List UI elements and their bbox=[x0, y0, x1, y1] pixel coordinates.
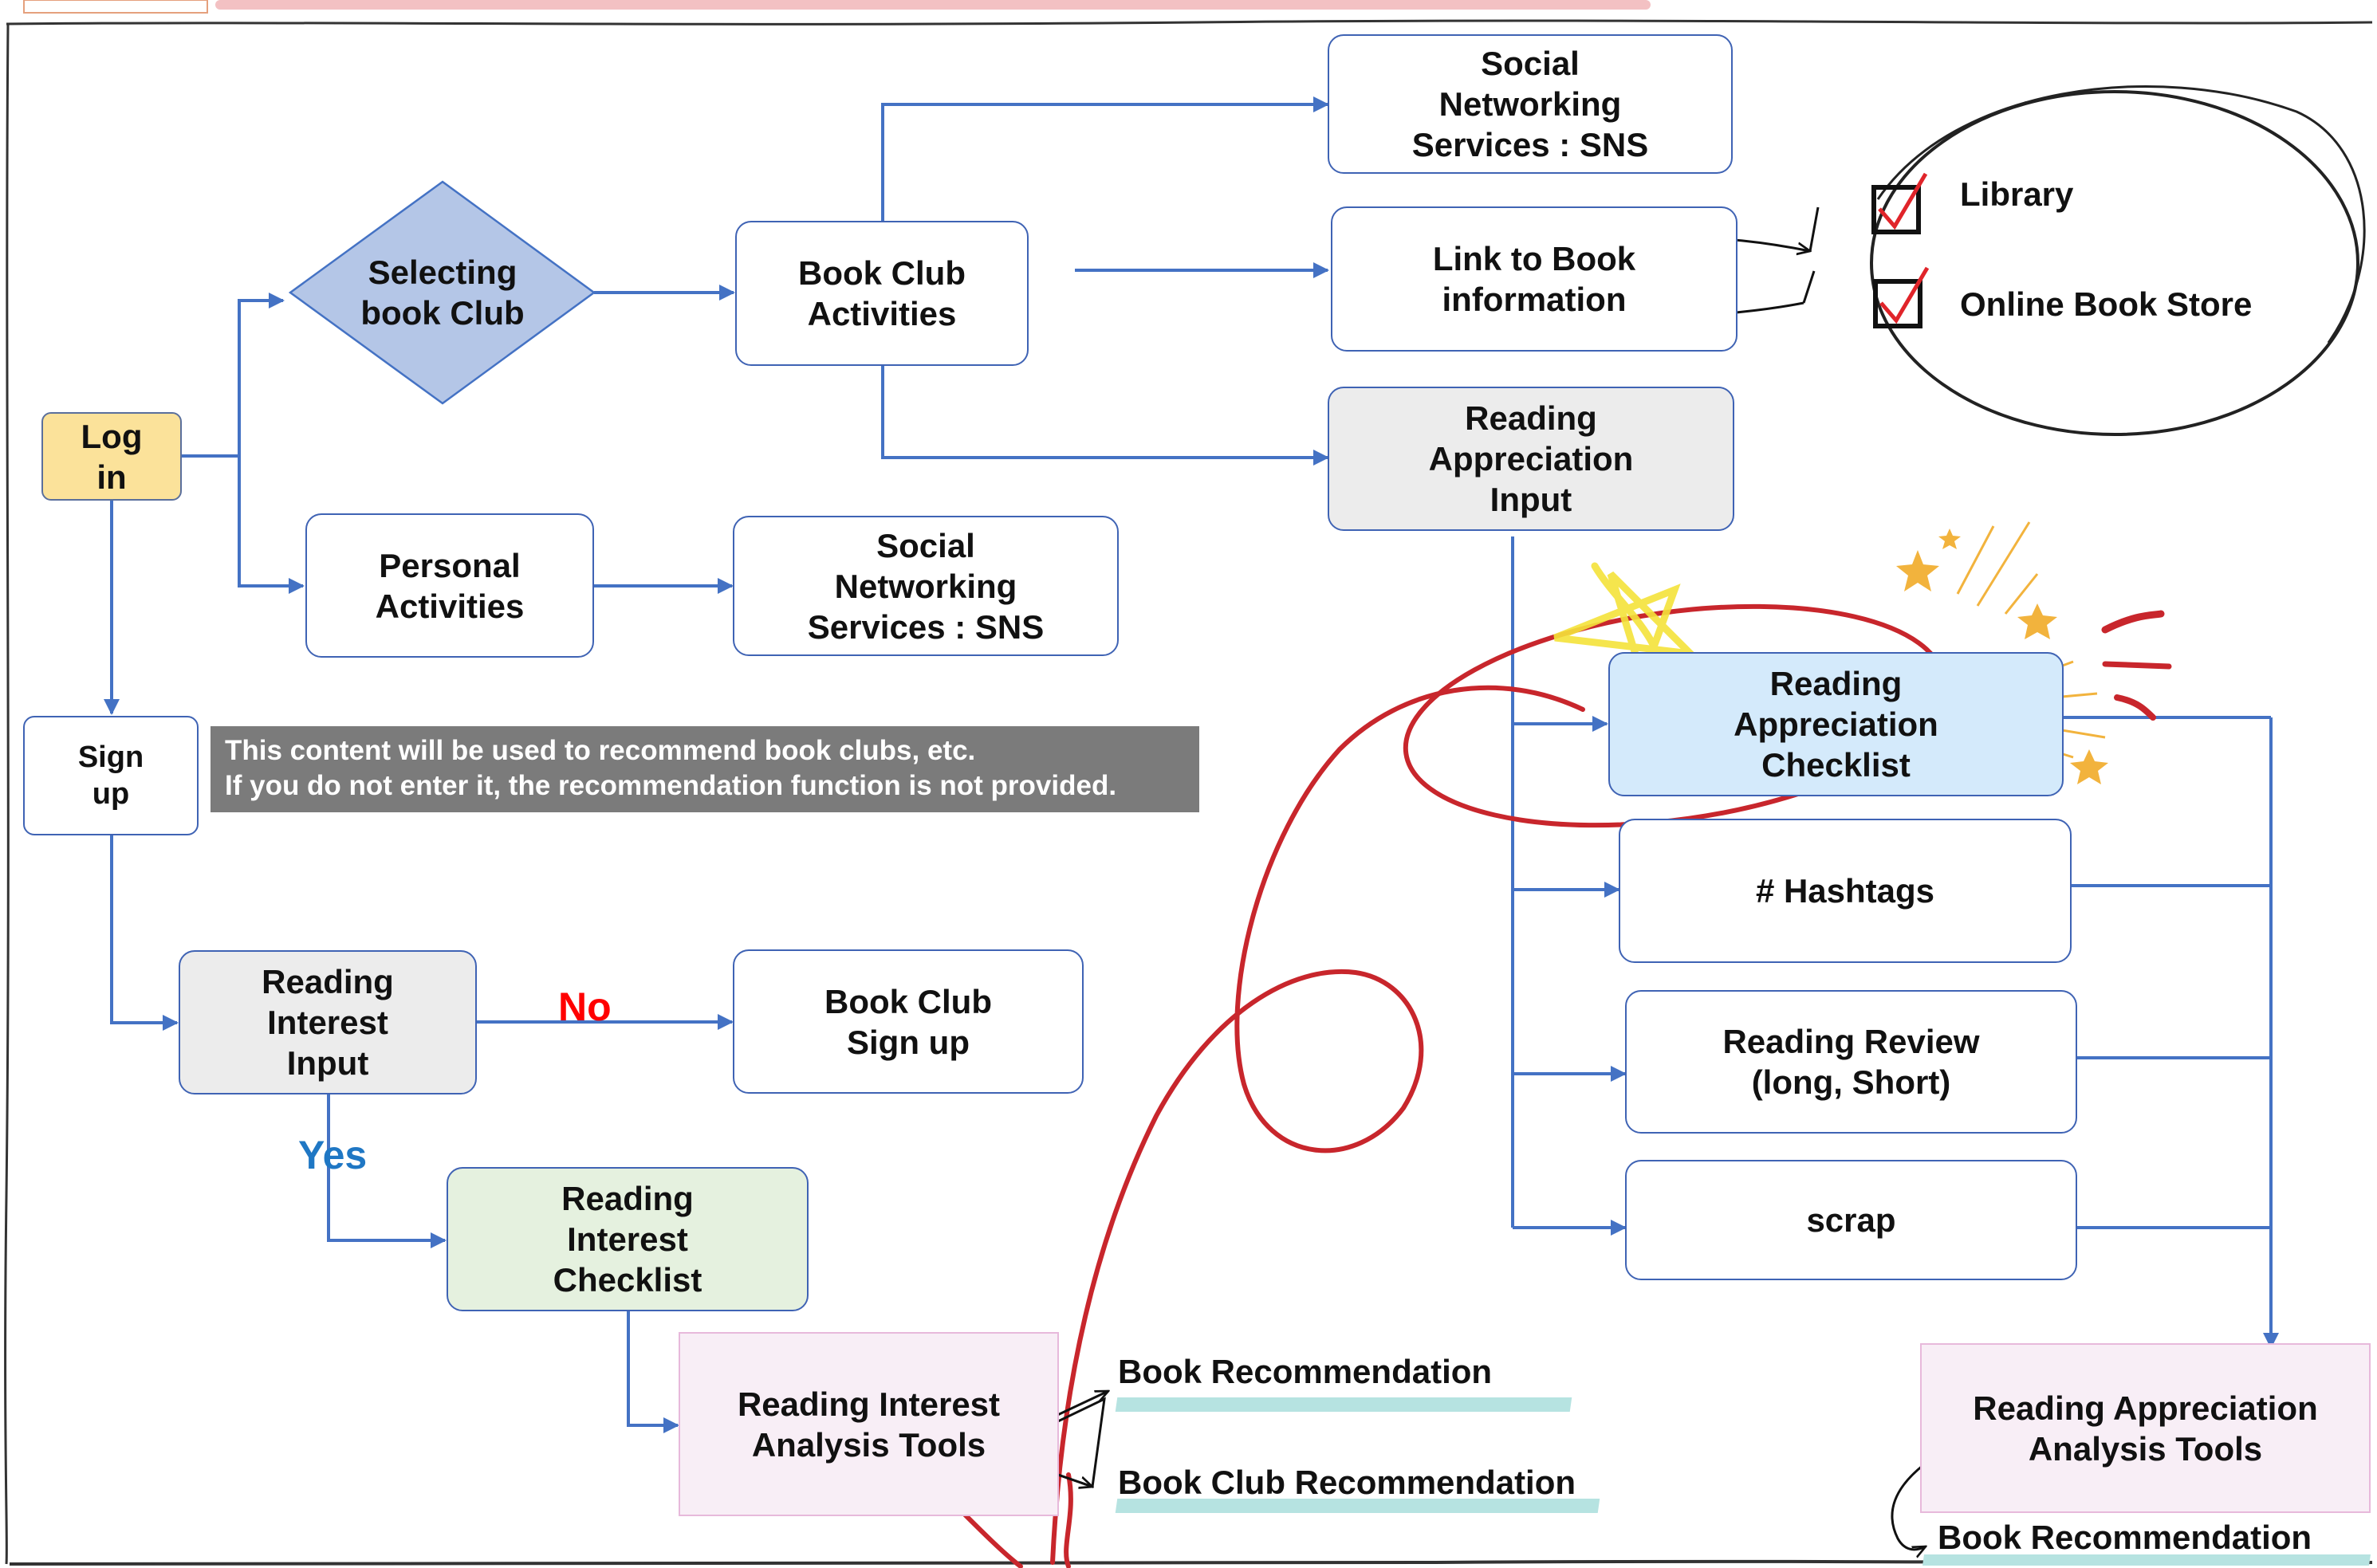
book-club-signup-node[interactable]: Book Club Sign up bbox=[733, 949, 1084, 1094]
reading-interest-checklist-label: Reading Interest Checklist bbox=[553, 1180, 702, 1299]
book-club-activities-label: Book Club Activities bbox=[798, 254, 966, 332]
signup-label: Sign up bbox=[77, 741, 144, 811]
selecting-book-club-label: Selecting book Club bbox=[360, 253, 525, 332]
link-to-book-node[interactable]: Link to Book information bbox=[1331, 206, 1737, 352]
appreciation-book-recommendation-output[interactable]: Book Recommendation bbox=[1938, 1519, 2312, 1556]
note-line-2: If you do not enter it, the recommendati… bbox=[225, 770, 1117, 801]
book-club-signup-label: Book Club Sign up bbox=[824, 982, 992, 1061]
online-book-store-option[interactable]: Online Book Store bbox=[1960, 285, 2253, 323]
reading-interest-input-node[interactable]: Reading Interest Input bbox=[179, 950, 477, 1094]
sns-personal-badge-count: 1 bbox=[1083, 534, 1101, 569]
sns-club-node[interactable]: Social Networking Services : SNS bbox=[1328, 34, 1733, 174]
top-pink-bar bbox=[215, 0, 1651, 10]
login-label: Log in bbox=[81, 417, 143, 496]
reading-appreciation-analysis-node[interactable]: Reading Appreciation Analysis Tools bbox=[1920, 1343, 2371, 1513]
reading-appreciation-input-node[interactable]: Reading Appreciation Input bbox=[1328, 387, 1734, 531]
reading-appreciation-analysis-label: Reading Appreciation Analysis Tools bbox=[1973, 1389, 2318, 1468]
hashtags-label: # Hashtags bbox=[1755, 872, 1935, 910]
connectors bbox=[104, 96, 2279, 1433]
selecting-book-club-diamond[interactable] bbox=[288, 180, 596, 405]
personal-activities-label: Personal Activities bbox=[375, 546, 525, 625]
reading-appreciation-checklist-node[interactable]: Reading Appreciation Checklist bbox=[1608, 652, 2064, 796]
recommendation-note: This content will be used to recommend b… bbox=[211, 726, 1199, 812]
reading-appreciation-input-label: Reading Appreciation Input bbox=[1428, 399, 1634, 518]
top-left-tab bbox=[23, 0, 208, 14]
no-branch-label: No bbox=[558, 984, 612, 1029]
sns-club-label: Social Networking Services : SNS bbox=[1411, 45, 1649, 163]
highlight-stroke bbox=[1115, 1397, 1572, 1412]
book-club-activities-node[interactable]: Book Club Activities bbox=[735, 221, 1029, 366]
link-to-book-label: Link to Book information bbox=[1432, 240, 1636, 318]
reading-review-label: Reading Review (long, Short) bbox=[1722, 1023, 1980, 1101]
online-book-store-checkbox[interactable] bbox=[1873, 266, 1930, 328]
reading-interest-analysis-label: Reading Interest Analysis Tools bbox=[737, 1385, 1001, 1464]
reading-review-node[interactable]: Reading Review (long, Short) bbox=[1625, 990, 2077, 1134]
scrap-label: scrap bbox=[1806, 1201, 1896, 1239]
book-recommendation-output[interactable]: Book Recommendation bbox=[1118, 1353, 1493, 1390]
sns-personal-node[interactable]: Social Networking Services : SNS bbox=[733, 516, 1119, 656]
sns-club-badge-count: 1 bbox=[1693, 51, 1711, 86]
library-checkbox[interactable] bbox=[1871, 172, 1928, 234]
reading-interest-input-label: Reading Interest Input bbox=[262, 963, 394, 1082]
note-line-1: This content will be used to recommend b… bbox=[225, 735, 976, 766]
link-options-circle bbox=[1870, 84, 2366, 436]
reading-interest-checklist-node[interactable]: Reading Interest Checklist bbox=[447, 1167, 809, 1311]
reading-interest-analysis-node[interactable]: Reading Interest Analysis Tools bbox=[679, 1332, 1059, 1516]
hashtags-node[interactable]: # Hashtags bbox=[1619, 819, 2072, 963]
scrap-node[interactable]: scrap bbox=[1625, 1160, 2077, 1280]
red-annotation-scribble bbox=[954, 603, 2172, 1568]
yes-branch-label: Yes bbox=[298, 1133, 368, 1177]
sns-personal-label: Social Networking Services : SNS bbox=[807, 526, 1045, 646]
book-club-recommendation-output[interactable]: Book Club Recommendation bbox=[1118, 1464, 1576, 1501]
personal-activities-node[interactable]: Personal Activities bbox=[305, 513, 594, 658]
login-node[interactable]: Log in bbox=[41, 412, 182, 501]
signup-node[interactable]: Sign up bbox=[23, 716, 199, 835]
reading-appreciation-checklist-label: Reading Appreciation Checklist bbox=[1734, 665, 1938, 784]
library-option[interactable]: Library bbox=[1960, 175, 2074, 213]
